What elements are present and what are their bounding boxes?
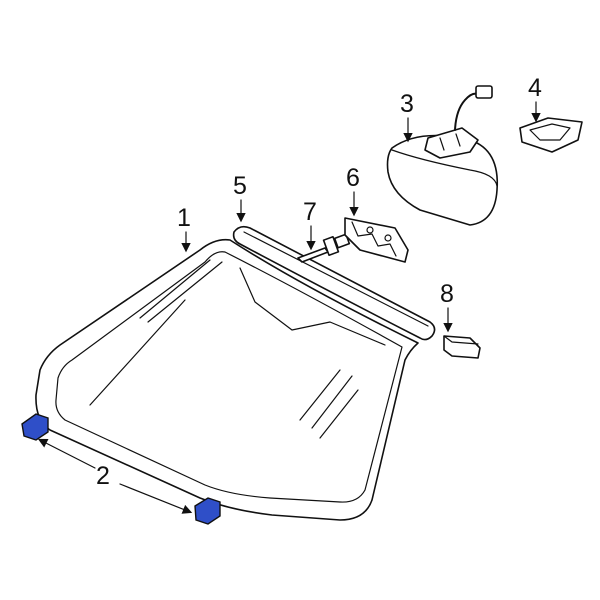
callout-7: 7 [303,198,317,226]
callout-1: 1 [177,204,191,232]
callout-3: 3 [400,90,414,118]
windshield-part[interactable] [35,238,419,521]
upper-molding-part[interactable] [232,225,436,341]
callout-5: 5 [233,172,247,200]
leader-lines [37,101,541,514]
rear-view-mirror-part[interactable] [386,85,499,226]
glass-spacer-part[interactable] [21,413,221,525]
callout-2: 2 [96,462,110,490]
stopper-part[interactable] [443,335,481,359]
mirror-bracket-part[interactable] [519,117,583,153]
retainer-pin-part[interactable] [297,233,351,263]
molding-clip-part[interactable] [344,217,409,263]
callout-8: 8 [440,280,454,308]
callout-6: 6 [346,164,360,192]
callout-4: 4 [528,74,542,102]
